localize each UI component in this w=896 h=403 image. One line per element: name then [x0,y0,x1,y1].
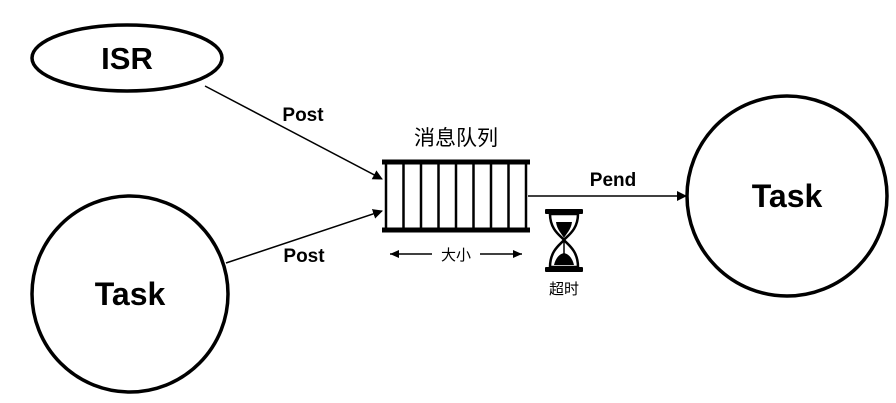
hourglass-icon [545,209,583,272]
isr-label: ISR [101,41,153,76]
timeout-label: 超时 [549,280,579,298]
pend-label: Pend [590,170,636,191]
isr-post-edge: Post [204,85,383,180]
task-post-arrow [225,209,383,264]
task-left-label: Task [95,276,166,312]
message-queue: 消息队列 大小 [382,126,530,264]
task-right-label: Task [752,178,823,214]
task-left-node: Task [30,194,230,394]
queue-size-label: 大小 [441,246,471,264]
isr-post-label: Post [282,105,324,126]
pend-edge: Pend [528,170,687,201]
queue-size-indicator: 大小 [390,246,522,264]
task-right-node: Task [685,94,889,298]
task-post-edge: Post [225,209,383,267]
task-post-label: Post [283,246,325,267]
queue-slots [384,164,528,228]
timeout-indicator: 超时 [545,209,583,298]
isr-node: ISR [30,23,224,93]
isr-post-arrow [204,85,383,180]
queue-title: 消息队列 [414,126,498,150]
